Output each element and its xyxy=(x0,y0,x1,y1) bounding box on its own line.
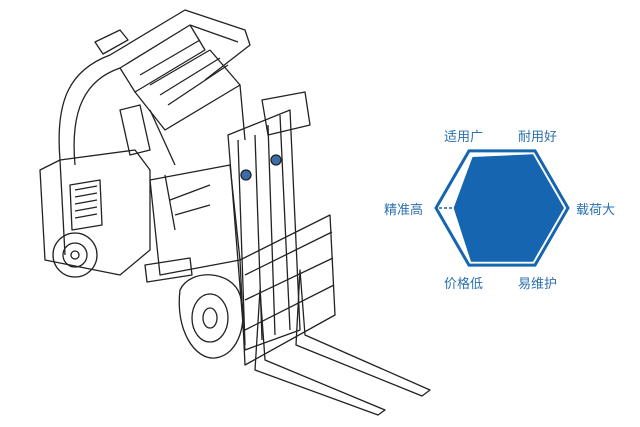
radar-label-top-right: 耐用好 xyxy=(518,130,558,145)
overhead-guard xyxy=(58,9,251,166)
fork-carriage xyxy=(239,214,431,416)
radar-label-top-left: 适用广 xyxy=(444,130,484,145)
radar-label-bottom-right: 易维护 xyxy=(518,277,558,292)
radar-label-left: 精准高 xyxy=(384,203,424,218)
radar-outline xyxy=(434,149,570,267)
radar-label-right: 载荷大 xyxy=(576,203,616,218)
truck-body xyxy=(39,104,244,359)
radar-value-area xyxy=(453,154,564,262)
radar-label-bottom-left: 价格低 xyxy=(444,277,484,292)
